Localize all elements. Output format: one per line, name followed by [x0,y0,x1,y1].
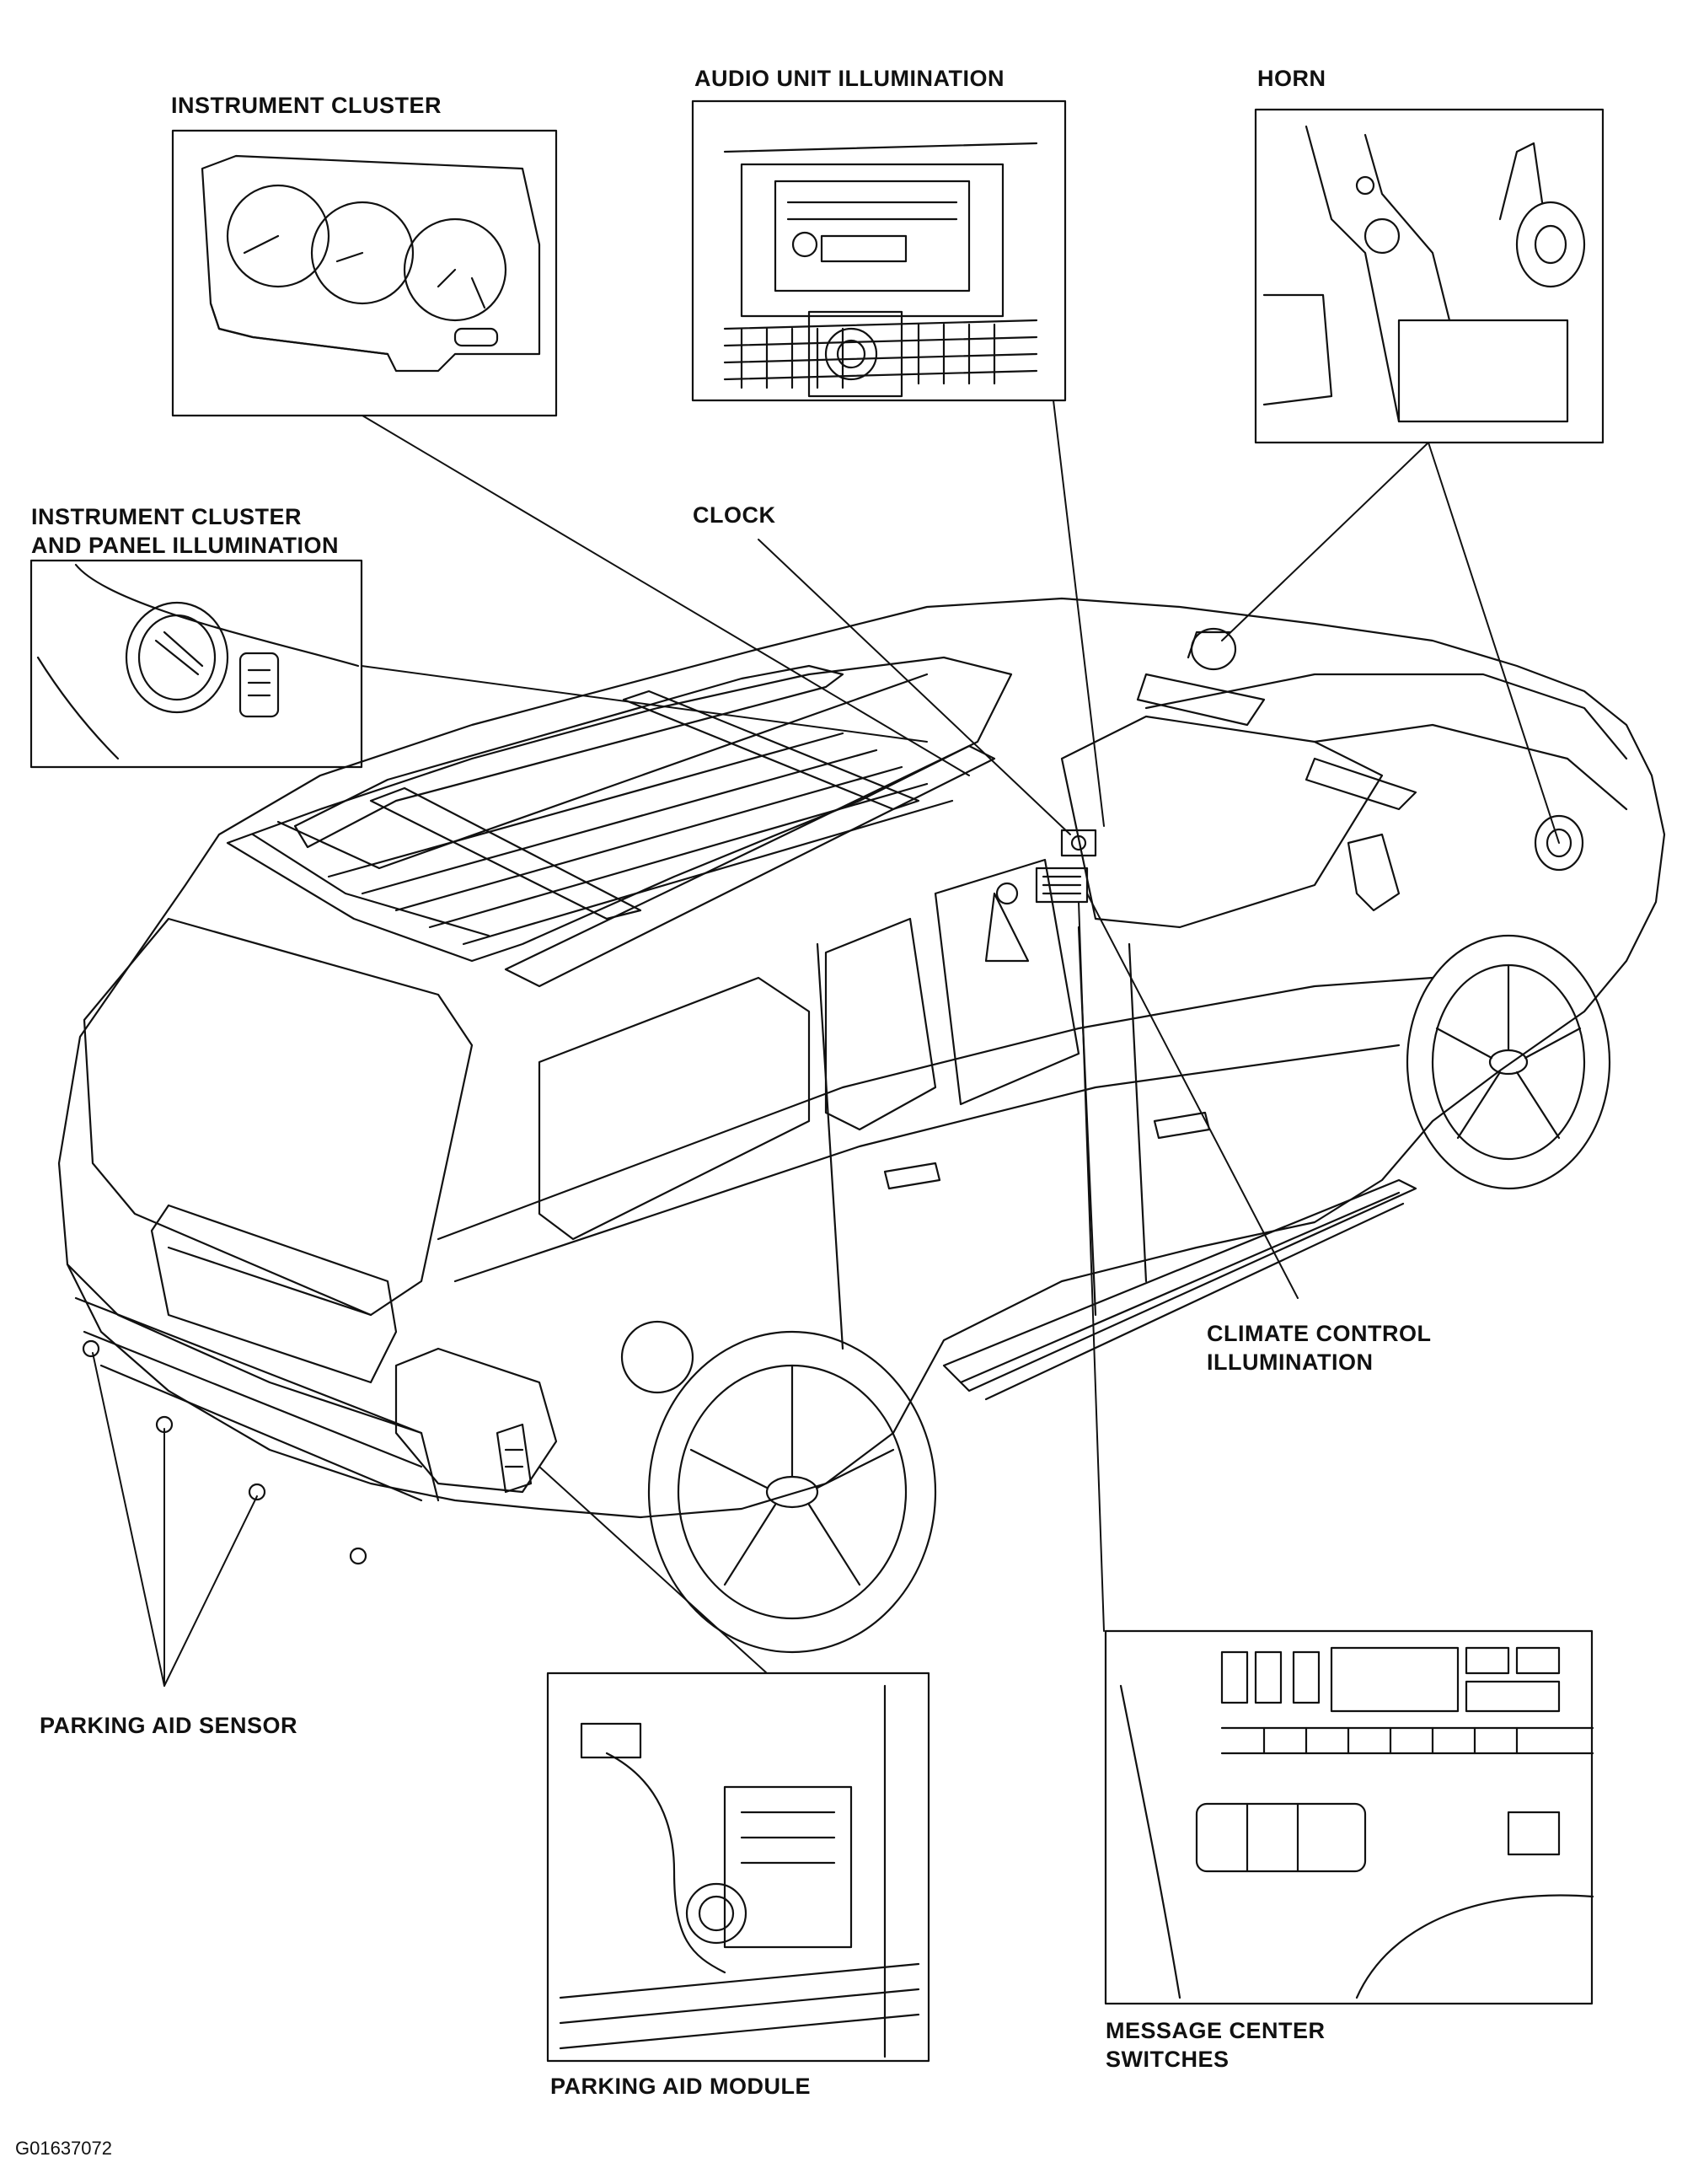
audio-unit-illumination-label: AUDIO UNIT ILLUMINATION [694,66,1005,91]
figure-code: G01637072 [15,2138,112,2159]
cluster-panel-illumination-line-2: AND PANEL ILLUMINATION [31,533,339,558]
message-center-line-2: SWITCHES [1106,2047,1230,2072]
climate-control-line-1: CLIMATE CONTROL [1207,1321,1432,1346]
instrument-cluster-inset [171,129,558,417]
panel-illumination-inset [29,559,363,769]
parking-aid-module-label: PARKING AID MODULE [550,2074,811,2099]
climate-control-line-2: ILLUMINATION [1207,1350,1374,1375]
instrument-cluster-label: INSTRUMENT CLUSTER [171,93,442,118]
audio-unit-inset [691,99,1067,402]
horn-label: HORN [1257,66,1326,91]
message-center-switches-inset [1104,1629,1594,2005]
vehicle-suv-drawing [57,597,1666,1654]
leader-lines [92,400,1560,1687]
cluster-panel-illumination-label: INSTRUMENT CLUSTER AND PANEL ILLUMINATIO… [31,502,339,560]
cluster-panel-illumination-line-1: INSTRUMENT CLUSTER [31,504,302,529]
climate-control-illumination-label: CLIMATE CONTROL ILLUMINATION [1207,1319,1431,1376]
horn-inset [1254,108,1605,444]
clock-label: CLOCK [693,502,776,528]
parking-aid-module-inset [546,1672,930,2063]
parking-aid-sensor-label: PARKING AID SENSOR [40,1713,298,1738]
message-center-switches-label: MESSAGE CENTER SWITCHES [1106,2016,1326,2074]
message-center-line-1: MESSAGE CENTER [1106,2018,1326,2043]
